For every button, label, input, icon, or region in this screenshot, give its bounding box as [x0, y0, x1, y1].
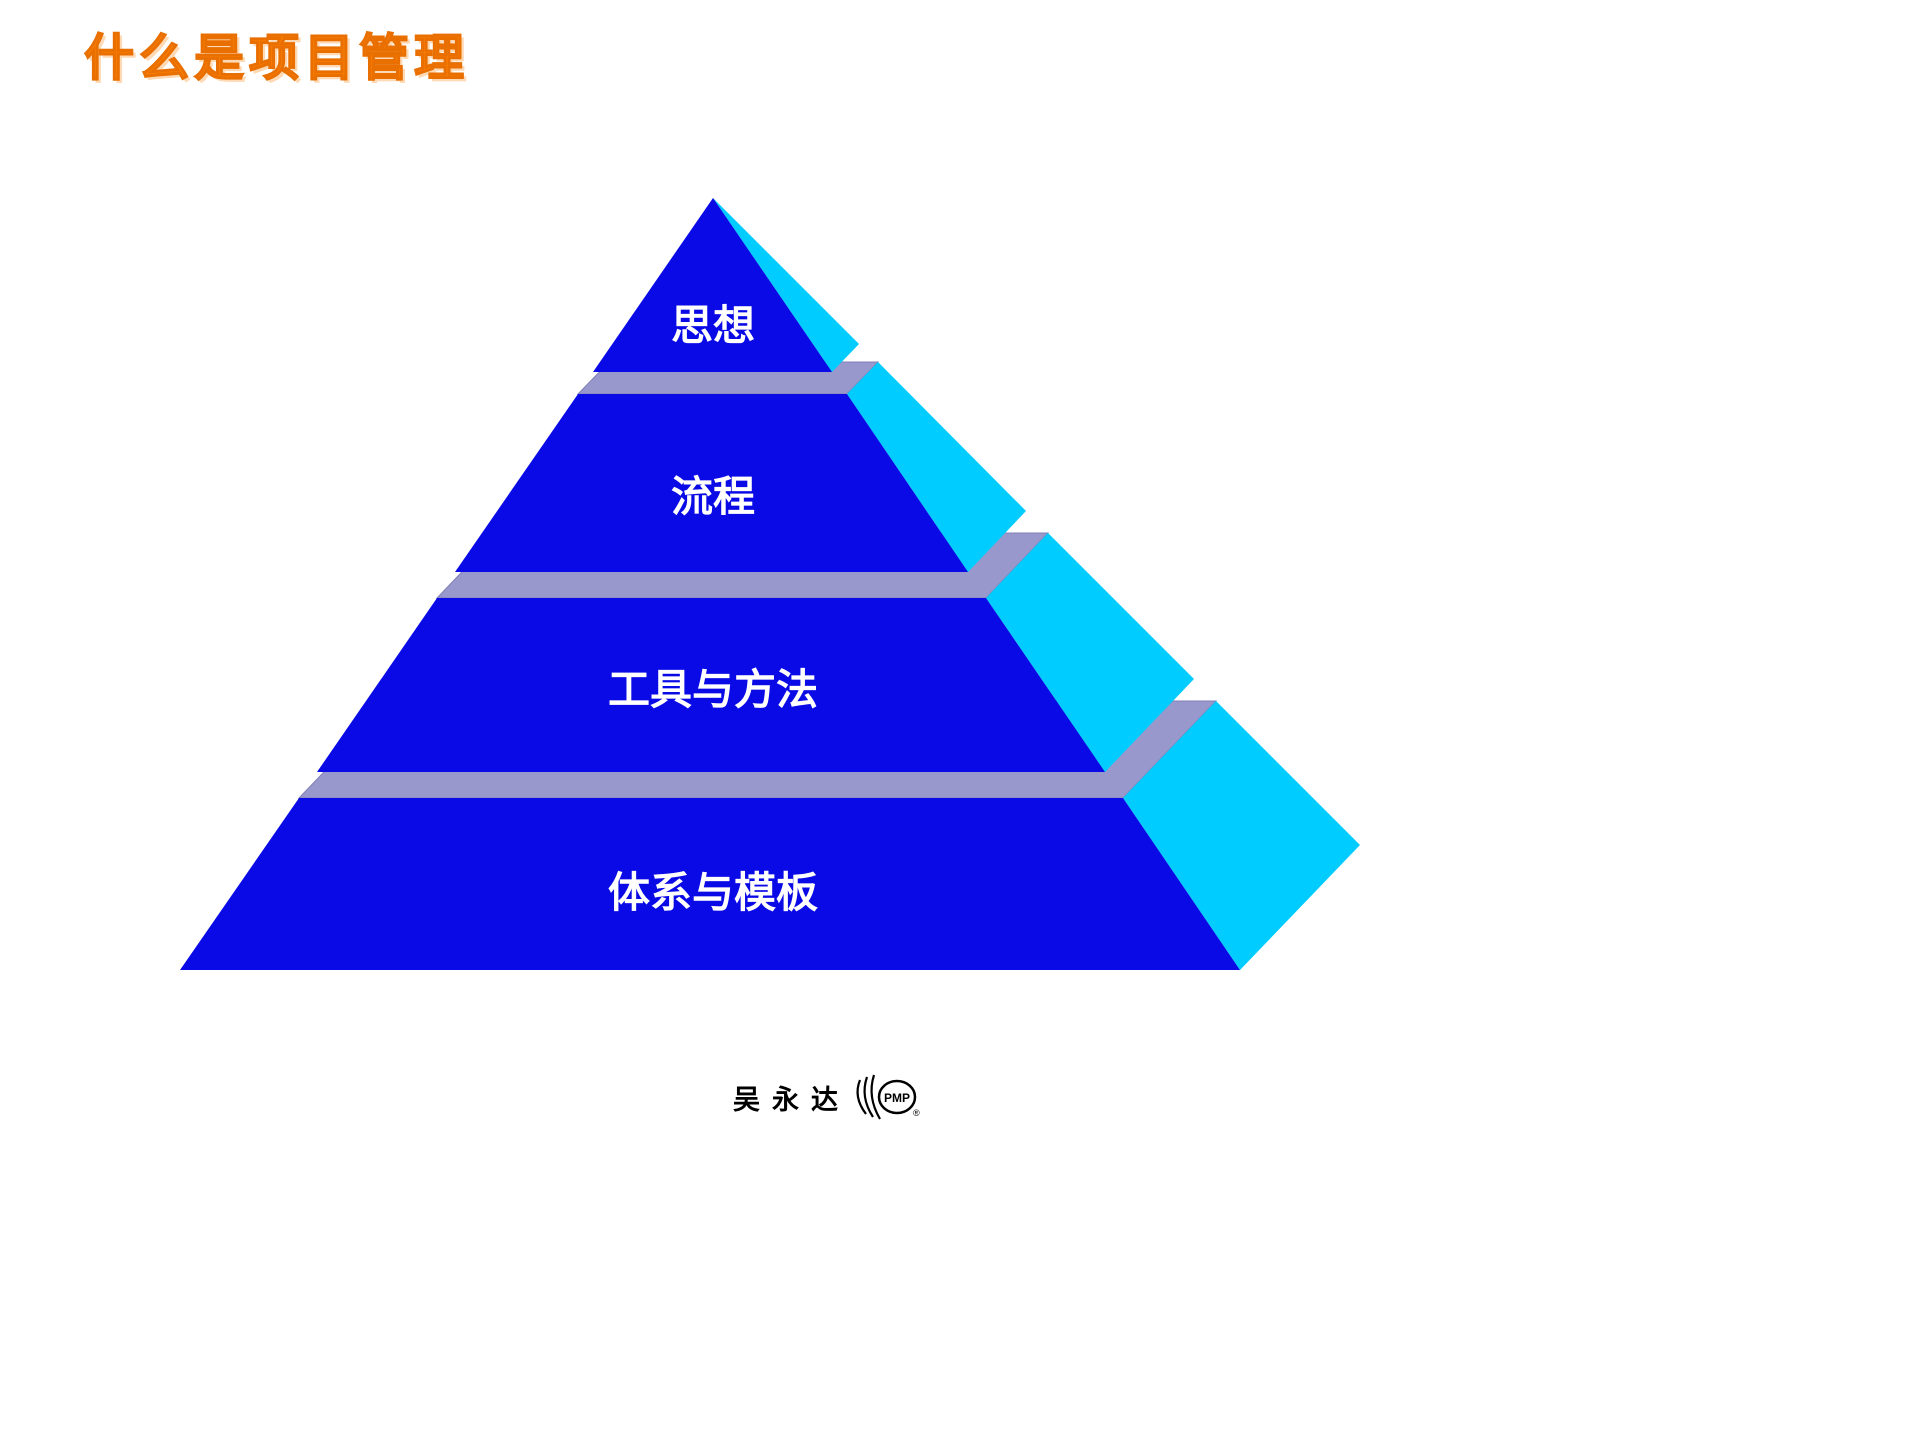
pyramid-level-3-label: 工具与方法 [608, 666, 818, 713]
pyramid-level-4-side-face [1123, 701, 1360, 970]
pyramid-level-1-side-face [713, 198, 859, 372]
pmp-logo: PMP ® [856, 1074, 920, 1120]
pyramid-level-1-front-face [593, 198, 832, 372]
pmp-logo-registered-mark: ® [913, 1108, 920, 1118]
pmp-logo-text: PMP [884, 1091, 910, 1105]
pyramid-level-2-front-face [455, 394, 968, 572]
pmp-logo-circle-icon [877, 1079, 917, 1115]
pyramid-level-3-side-face [986, 533, 1194, 772]
pmp-logo-swoosh-1-icon [856, 1079, 867, 1115]
pyramid-level-4-label: 体系与模板 [608, 869, 818, 916]
footer-author-name: 吴永达 [733, 1085, 850, 1115]
pyramid-level-2-label: 流程 [671, 473, 755, 520]
pyramid-level-2-side-face [847, 362, 1026, 572]
pmp-logo-swoosh-2-icon [863, 1076, 874, 1118]
slide-title: 什么是项目管理 [83, 29, 469, 87]
pyramid-level-4-front-face [180, 798, 1240, 970]
pyramid-level-3-front-face [317, 598, 1105, 772]
pyramid-level-1-label: 思想 [671, 302, 755, 349]
pmp-logo-swoosh-3-icon [870, 1074, 881, 1120]
